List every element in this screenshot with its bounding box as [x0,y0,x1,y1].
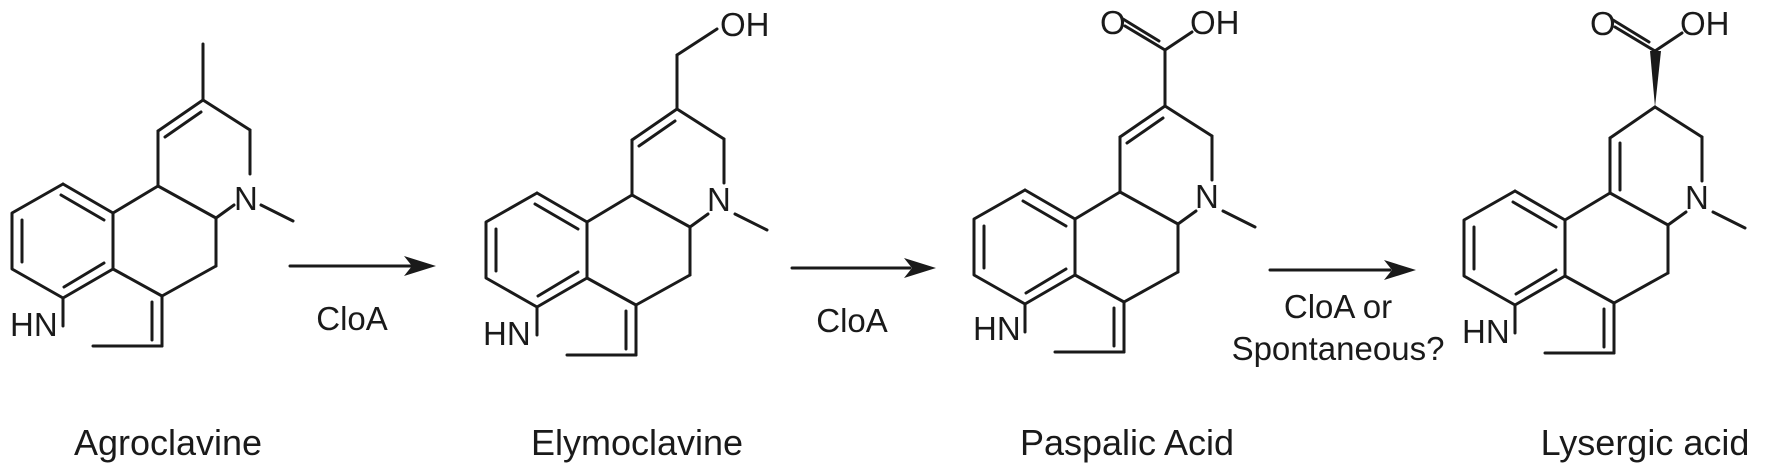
nh-atom-label: HN [1462,313,1510,350]
compound-name-paspalic-acid: Paspalic Acid [1020,422,1234,463]
n-atom-label: N [234,180,258,217]
enzyme-label-step-3-line-1: CloA or [1284,288,1392,325]
oh-group-label: OH [720,6,770,43]
compound-name-lysergic-acid: Lysergic acid [1541,422,1750,463]
compound-elymoclavine [484,27,769,357]
o-atom-label: O [1100,4,1126,41]
n-atom-label: N [1685,179,1709,216]
nh-atom-label: HN [483,315,531,352]
oh-group-label: OH [1190,4,1240,41]
reaction-arrow-3 [1268,260,1416,280]
oh-group-label: OH [1680,5,1730,42]
enzyme-label-step-2: CloA [816,302,888,339]
arrowhead-icon [404,256,436,276]
reaction-arrow-1 [288,256,436,276]
enzyme-label-step-3-line-2: Spontaneous? [1232,330,1445,367]
compound-name-agroclavine: Agroclavine [74,422,262,463]
arrowhead-icon [1384,260,1416,280]
compound-agroclavine [10,42,295,348]
n-atom-label: N [707,181,731,218]
compound-name-elymoclavine: Elymoclavine [531,422,743,463]
n-atom-label: N [1195,178,1219,215]
o-atom-label: O [1590,5,1616,42]
compound-lysergic-acid [1462,18,1747,355]
nh-atom-label: HN [973,310,1021,347]
reaction-arrow-2 [790,258,936,278]
enzyme-label-step-1: CloA [316,300,388,337]
compound-paspalic-acid [972,17,1257,354]
nh-atom-label: HN [10,306,58,343]
arrowhead-icon [904,258,936,278]
